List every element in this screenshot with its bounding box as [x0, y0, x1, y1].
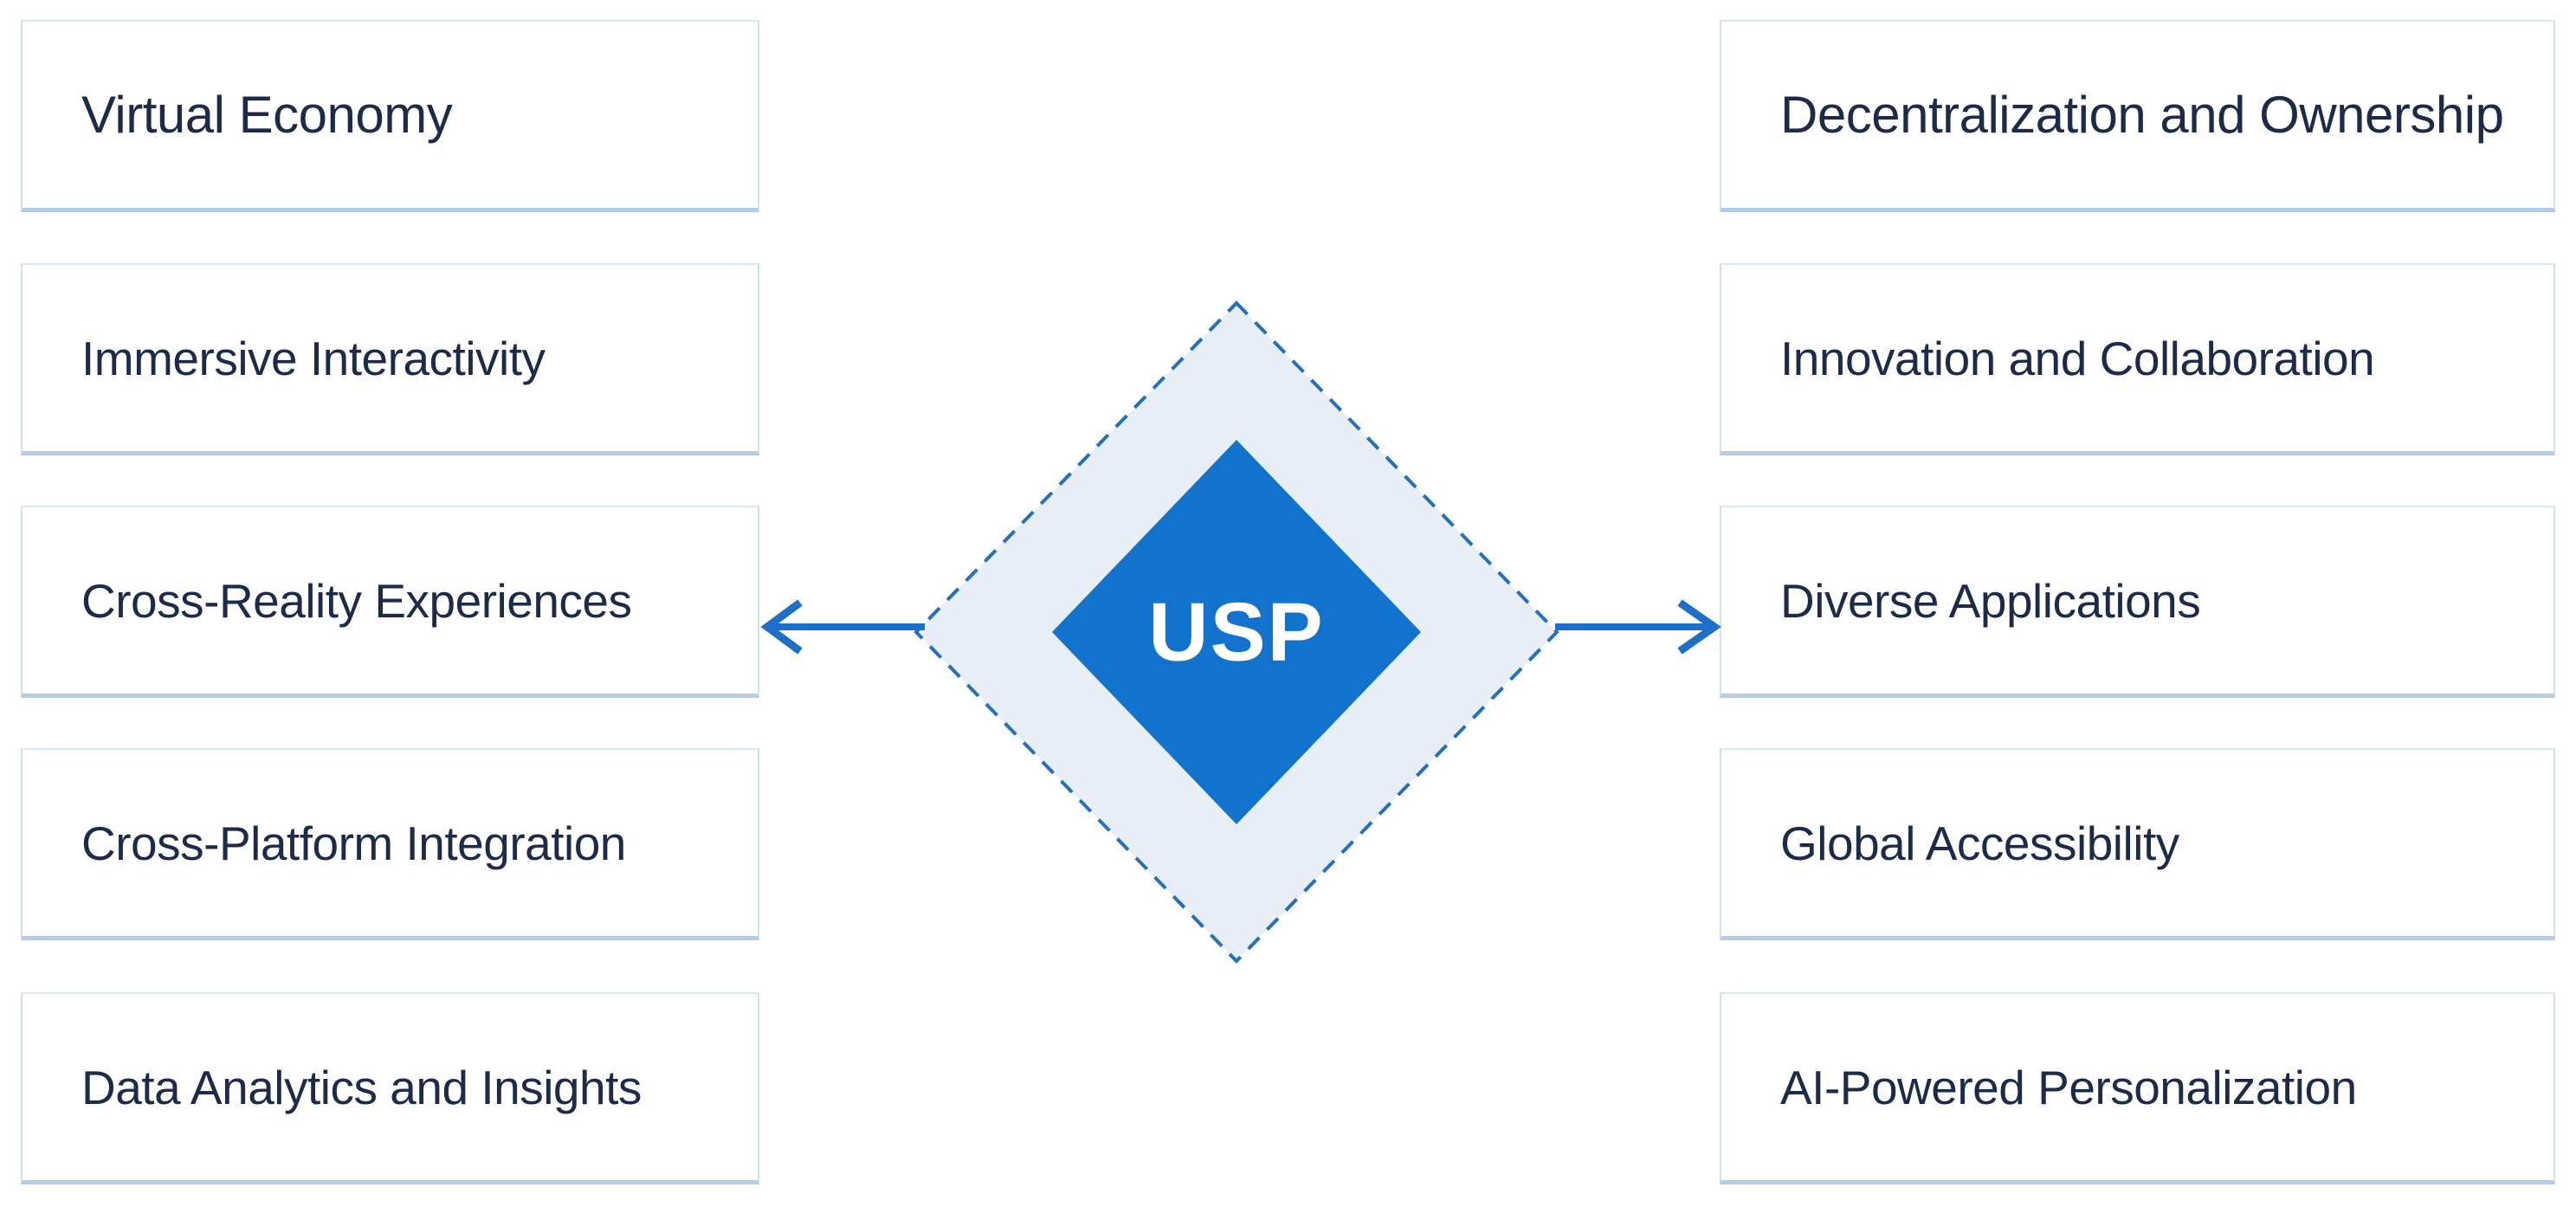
box-cross-reality-experiences: Cross-Reality Experiences	[21, 506, 759, 698]
box-innovation-and-collaboration-label: Innovation and Collaboration	[1780, 331, 2375, 385]
box-global-accessibility: Global Accessibility	[1720, 748, 2555, 940]
usp-inner-diamond	[1052, 440, 1421, 824]
box-data-analytics-and-insights-label: Data Analytics and Insights	[81, 1060, 642, 1114]
box-cross-platform-integration: Cross-Platform Integration	[21, 748, 759, 940]
right-arrow-icon	[1555, 599, 1721, 655]
box-decentralization-and-ownership-label: Decentralization and Ownership	[1780, 86, 2504, 144]
box-decentralization-and-ownership: Decentralization and Ownership	[1720, 20, 2555, 212]
box-global-accessibility-label: Global Accessibility	[1780, 816, 2179, 870]
left-arrow-icon	[760, 599, 925, 655]
usp-label: USP	[1148, 586, 1324, 679]
box-immersive-interactivity-label: Immersive Interactivity	[81, 331, 546, 385]
box-data-analytics-and-insights: Data Analytics and Insights	[21, 992, 759, 1184]
box-immersive-interactivity: Immersive Interactivity	[21, 263, 759, 455]
box-innovation-and-collaboration: Innovation and Collaboration	[1720, 263, 2555, 455]
box-ai-powered-personalization: AI-Powered Personalization	[1720, 992, 2555, 1184]
box-virtual-economy: Virtual Economy	[21, 20, 759, 212]
box-cross-platform-integration-label: Cross-Platform Integration	[81, 816, 626, 870]
box-diverse-applications-label: Diverse Applications	[1780, 573, 2201, 628]
box-cross-reality-experiences-label: Cross-Reality Experiences	[81, 573, 632, 628]
box-virtual-economy-label: Virtual Economy	[81, 86, 453, 144]
box-diverse-applications: Diverse Applications	[1720, 506, 2555, 698]
usp-diamond: USP	[914, 300, 1559, 964]
box-ai-powered-personalization-label: AI-Powered Personalization	[1780, 1060, 2357, 1114]
